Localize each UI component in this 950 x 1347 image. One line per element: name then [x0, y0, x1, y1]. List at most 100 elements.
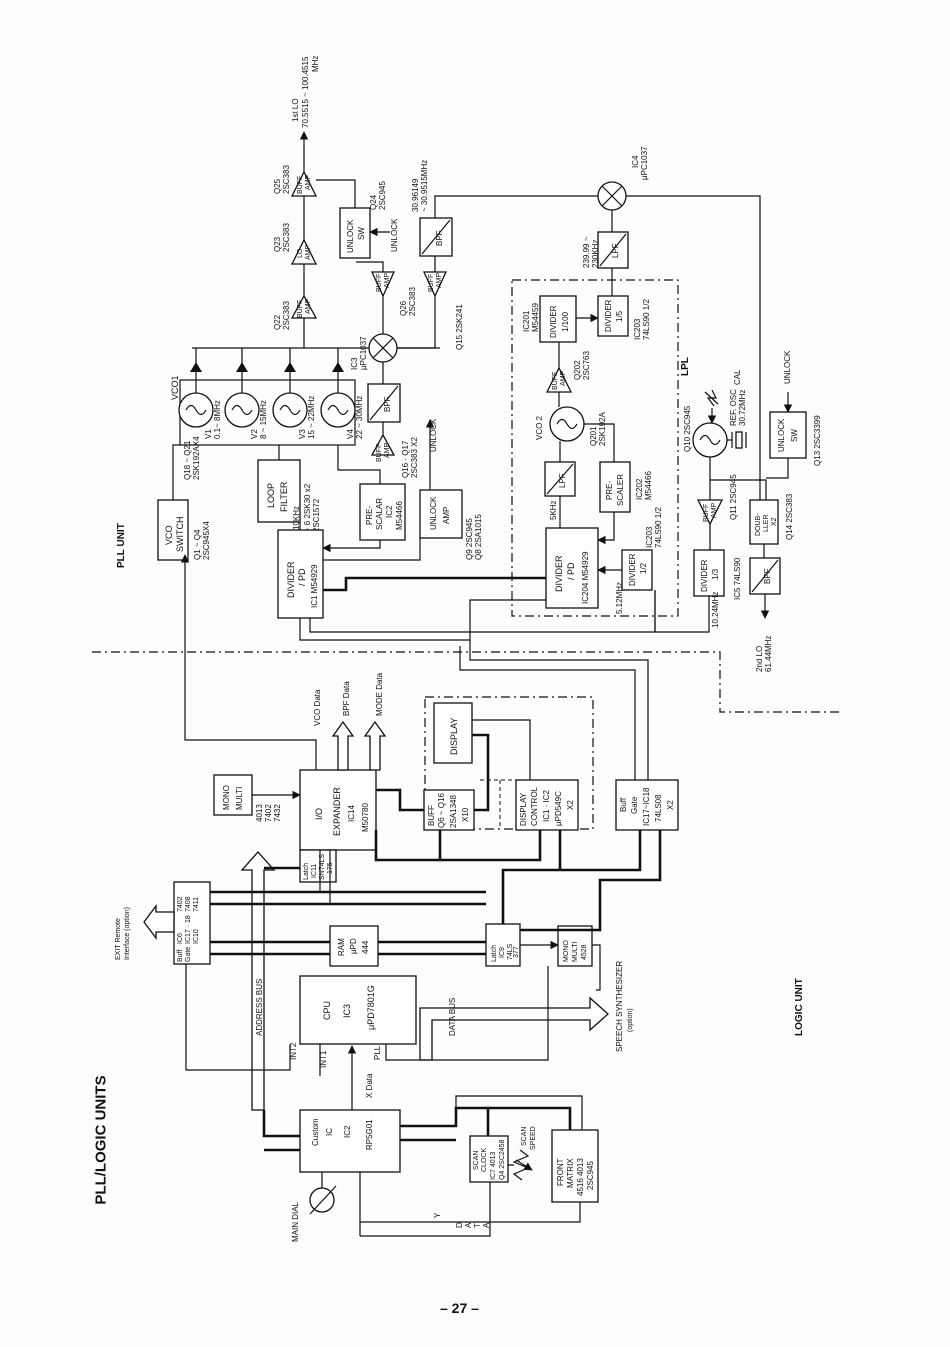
scan-speed-pot	[508, 1149, 532, 1181]
lpl-pd-l3: IC204 M54929	[581, 551, 590, 604]
buff-q15-r1: Q15 2SK241	[455, 304, 464, 350]
freq-10khz: 10KHz	[292, 506, 301, 530]
buffic6-r1: 7402	[177, 896, 184, 912]
prescaler-l2: SCALAR	[375, 498, 384, 530]
bpf-mid-label: BPF	[383, 396, 392, 412]
disp-ctrl-l4: μPD549C	[554, 791, 563, 826]
ram-l2: μPD	[349, 938, 358, 954]
disp-ctrl-l1: DISPLAY	[519, 792, 528, 826]
vco1-title: VCO1	[170, 375, 180, 400]
cpu-l1: CPU	[322, 1001, 332, 1020]
lpl-pd-l1: DIVIDER	[554, 555, 564, 592]
mixer-ic3	[368, 333, 398, 363]
latch11-l2: IC11	[311, 864, 318, 878]
latch-ic9	[485, 923, 521, 967]
page-number: – 27 –	[440, 1300, 479, 1316]
pll-label: PLL	[373, 1045, 382, 1060]
divider-ic1-l2: / PD	[297, 568, 307, 586]
disp-ctrl-l5: X2	[566, 800, 575, 810]
lpl-div100-l1: DIVIDER	[549, 305, 558, 338]
y-data-2: A	[464, 1222, 473, 1228]
prescaler-ic2	[359, 483, 406, 541]
first-lo-l2: 70.5515 ~ 100.4515	[301, 56, 310, 128]
buff-q16-l1: BUFF	[376, 444, 383, 462]
dispctrl-to-display	[472, 719, 531, 780]
buff-q25-l1: BUFF	[297, 176, 304, 194]
buffic6-l4: IC17 · 18	[185, 915, 192, 944]
buff-q16-r1: Q16 · Q17	[401, 440, 410, 478]
buff-q26-r2: 2SC383	[408, 287, 417, 316]
unlock-sw-q24-link	[316, 179, 390, 232]
ram-l3: 444	[361, 940, 370, 954]
vco-v3-label: V3	[298, 429, 307, 439]
div13-l2: 1/3	[711, 568, 720, 580]
mono-bot-l2: MULTI	[572, 941, 579, 962]
pll-data-line-a	[299, 599, 546, 641]
custom-l1: Custom	[311, 1118, 320, 1146]
buff-gate-l2: Gate	[630, 796, 639, 814]
lpl-div5-r2: 74LS90 1/2	[642, 299, 651, 340]
buff-gate-ic6	[173, 881, 211, 965]
mono-bot-l3: 4528	[581, 944, 588, 960]
divider-pd-ic1	[277, 529, 324, 619]
buff-q15-l2: AMP	[436, 273, 443, 289]
buff-q22-r1: Q22	[273, 314, 282, 330]
mixer4-to-lpf	[611, 195, 761, 500]
lpl-pd-l2: / PD	[566, 562, 576, 580]
ram-block	[329, 925, 379, 967]
unlock-sw-q24	[339, 207, 371, 259]
lo-q23-l1: LO	[297, 248, 304, 258]
prescaler-l1: PRE-	[365, 506, 374, 525]
unlock-sw-q13-r1: Q13 2SC3399	[813, 415, 822, 466]
vco-bank-q18: Q18 ~ Q21	[183, 440, 192, 480]
vco-v1-label: V1	[204, 429, 213, 439]
display-label: DISPLAY	[449, 718, 459, 755]
buff-gate-l4: 74LS08	[654, 794, 663, 822]
y-data-1: D	[455, 1222, 464, 1228]
lpl-prescaler-l1: PRE-	[605, 481, 614, 500]
lpl-divider-pd	[545, 527, 599, 609]
front-matrix-l1: FRONT	[556, 1158, 565, 1186]
lpf-top-freq-1: 239.99 ~	[582, 236, 591, 268]
unlock-sw-q13-l1: UNLOCK	[777, 418, 786, 452]
lpl-vco2	[549, 406, 585, 442]
loop-filter-l2: FILTER	[279, 481, 289, 512]
scan-clock-l4: Q4 2SC2458	[499, 1139, 506, 1180]
custom-l2: IC	[325, 1128, 334, 1136]
int2-label: INT2	[289, 1042, 298, 1060]
custom-l4: RP5G01	[365, 1119, 374, 1150]
vco-bank-2sk192: 2SK192AX4	[192, 436, 201, 480]
vco-switch-to-bank	[172, 444, 180, 500]
buff-q26-l1: BUFF	[376, 274, 383, 292]
data-bus-label: DATA BUS	[448, 998, 457, 1036]
y-data-3: T	[473, 1223, 482, 1228]
lpl-divider-1-100	[539, 295, 577, 343]
buff15-to-mixer3	[397, 296, 436, 349]
unlock-sw-q24-l2: SW	[357, 227, 366, 240]
lpl-div5-l1: DIVIDER	[604, 299, 613, 332]
vco-v4-label: V4	[346, 429, 355, 439]
scan-clock-l2: CLOCK	[481, 1148, 488, 1172]
doubler-l3: X2	[771, 517, 778, 526]
unlock13-to-doubler	[766, 458, 789, 479]
pll-data-line-c	[459, 646, 636, 780]
front-matrix-l3: 4516 4013	[576, 1158, 585, 1196]
unlock-to-divider	[323, 538, 421, 561]
buff-q6-l4: X10	[461, 807, 470, 822]
loop-filter-l1: LOOP	[266, 483, 276, 508]
unlock-sw-q24-r1: Q24	[369, 194, 378, 210]
horizontal-bus-lower	[210, 940, 486, 956]
lpl-vco2-l1: VCO 2	[535, 415, 544, 440]
speech-l2: (option)	[627, 1008, 634, 1032]
lpl-vco2-r2: 2SK192A	[598, 412, 607, 446]
mono-top-l1: MONO	[222, 785, 231, 810]
bus-up-io	[319, 850, 331, 904]
buffic6-l2: Gate	[185, 947, 192, 962]
mixer-ic4-l2: μPC1037	[640, 146, 649, 180]
lpl-buff-q202-r1: Q202	[573, 360, 582, 380]
custom-to-bus	[262, 1110, 300, 1152]
io-bus-vertical	[374, 830, 542, 862]
cpu-pll-line	[385, 966, 549, 1061]
bpf-data-label: BPF Data	[342, 681, 351, 716]
